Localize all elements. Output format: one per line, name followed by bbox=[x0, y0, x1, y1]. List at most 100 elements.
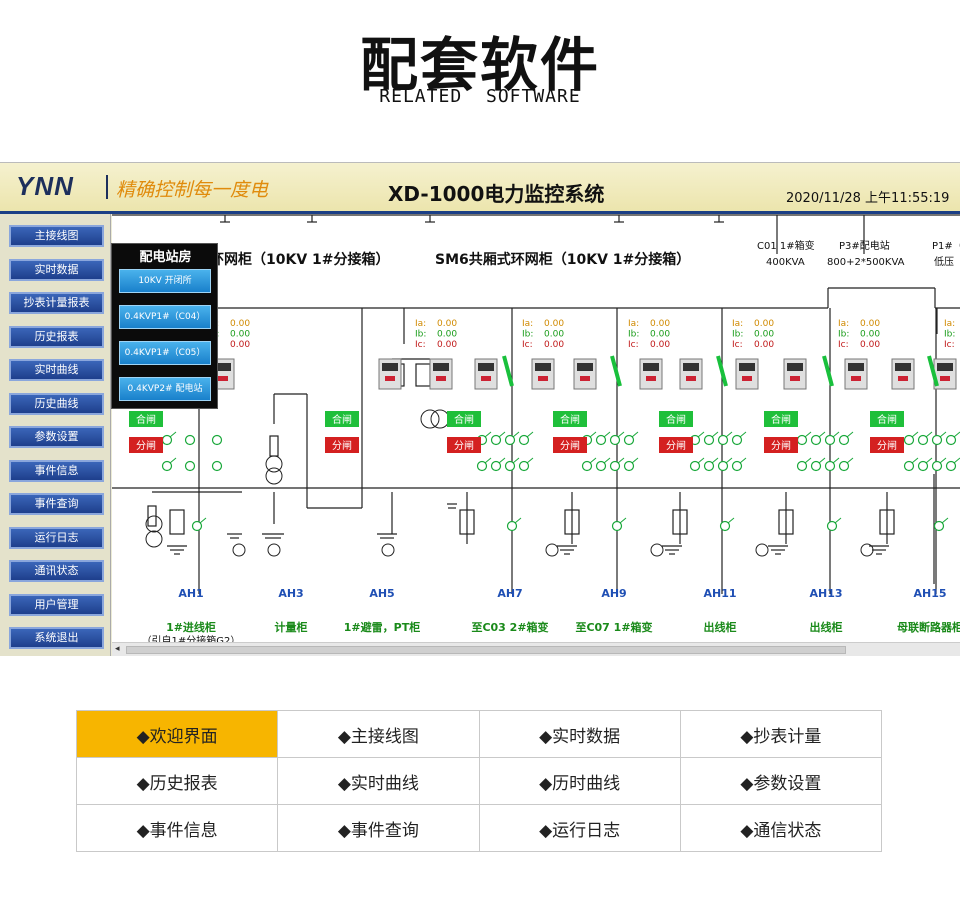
switch-blade bbox=[697, 457, 705, 464]
open-button-label[interactable]: 分闸 bbox=[332, 439, 352, 452]
switch-symbol bbox=[161, 460, 173, 472]
meter-value: 0.00 bbox=[754, 340, 774, 350]
switch-blade bbox=[832, 457, 840, 464]
sidebar-item-history-curve[interactable]: 历史曲线 bbox=[9, 393, 104, 415]
sidebar-item-run-log[interactable]: 运行日志 bbox=[9, 527, 104, 549]
scrollbar-thumb[interactable] bbox=[126, 646, 846, 654]
menu-item-realtime-curve[interactable]: ◆实时曲线 bbox=[277, 757, 480, 805]
close-button-label[interactable]: 合闸 bbox=[454, 413, 474, 426]
meter-value: 0.00 bbox=[860, 319, 880, 329]
menu-item-event-info[interactable]: ◆事件信息 bbox=[75, 804, 279, 852]
sidebar-item-history-report[interactable]: 历史报表 bbox=[9, 326, 104, 348]
meter-value: 0.00 bbox=[860, 340, 880, 350]
switch-symbol bbox=[609, 460, 621, 472]
sidebar-item-parameter-settings[interactable]: 参数设置 bbox=[9, 426, 104, 448]
menu-item-main-wiring[interactable]: ◆主接线图 bbox=[277, 710, 480, 758]
sidebar-item-meter-report[interactable]: 抄表计量报表 bbox=[9, 292, 104, 314]
group-label-left: 环网柜（10KV 1#分接箱） bbox=[210, 251, 390, 268]
close-button-label[interactable]: 合闸 bbox=[666, 413, 686, 426]
close-button[interactable] bbox=[764, 411, 798, 427]
open-button-label[interactable]: 分闸 bbox=[877, 439, 897, 452]
open-button-label[interactable]: 分闸 bbox=[666, 439, 686, 452]
transformer-label-2: P3#配电站 bbox=[839, 239, 890, 252]
station-panel: 配电站房 10KV 开闭所 0.4KVP1#（C04） 0.4KVP1#（C05… bbox=[111, 243, 218, 409]
sidebar-item-main-wiring[interactable]: 主接线图 bbox=[9, 225, 104, 247]
close-button-label[interactable]: 合闸 bbox=[877, 413, 897, 426]
sidebar-item-user-management[interactable]: 用户管理 bbox=[9, 594, 104, 616]
switch-blade bbox=[739, 457, 747, 464]
sidebar-item-realtime-data[interactable]: 实时数据 bbox=[9, 259, 104, 281]
sidebar-item-comm-status[interactable]: 通讯状态 bbox=[9, 560, 104, 582]
open-button[interactable] bbox=[447, 437, 481, 453]
switch-symbol bbox=[703, 460, 715, 472]
menu-item-meter-reading[interactable]: ◆抄表计量 bbox=[679, 710, 883, 758]
switch-symbol bbox=[796, 460, 808, 472]
close-button-label[interactable]: 合闸 bbox=[560, 413, 580, 426]
open-button[interactable] bbox=[764, 437, 798, 453]
switch-symbol bbox=[581, 460, 593, 472]
menu-item-history-curve[interactable]: ◆历时曲线 bbox=[478, 757, 681, 805]
close-button[interactable] bbox=[325, 411, 359, 427]
close-button[interactable] bbox=[553, 411, 587, 427]
open-button-label[interactable]: 分闸 bbox=[454, 439, 474, 452]
cabinet-name: 至C07 1#箱变 bbox=[575, 620, 652, 634]
station-button-10kv[interactable]: 10KV 开闭所 bbox=[119, 269, 211, 293]
page-subtitle: RELATED SOFTWARE bbox=[379, 86, 581, 107]
meter-label: Ic: bbox=[732, 340, 743, 350]
sidebar-item-realtime-curve[interactable]: 实时曲线 bbox=[9, 359, 104, 381]
open-button[interactable] bbox=[325, 437, 359, 453]
open-button[interactable] bbox=[659, 437, 693, 453]
open-button[interactable] bbox=[553, 437, 587, 453]
open-button-label[interactable]: 分闸 bbox=[560, 439, 580, 452]
sidebar-item-event-info[interactable]: 事件信息 bbox=[9, 460, 104, 482]
switch-symbol bbox=[623, 460, 635, 472]
switch-blade bbox=[199, 517, 207, 524]
open-button-label[interactable]: 分闸 bbox=[771, 439, 791, 452]
sidebar-item-event-query[interactable]: 事件查询 bbox=[9, 493, 104, 515]
meter-indicator bbox=[646, 376, 656, 381]
station-button-p1-c05[interactable]: 0.4KVP1#（C05） bbox=[119, 341, 211, 365]
open-button[interactable] bbox=[870, 437, 904, 453]
meter-indicator bbox=[481, 376, 491, 381]
menu-item-run-log[interactable]: ◆运行日志 bbox=[478, 804, 681, 852]
meter-indicator bbox=[898, 376, 908, 381]
switch-symbol bbox=[917, 460, 929, 472]
close-button[interactable] bbox=[659, 411, 693, 427]
switch-symbol bbox=[490, 460, 502, 472]
open-button-label[interactable]: 分闸 bbox=[136, 439, 156, 452]
datetime-display: 2020/11/28 上午11:55:19 bbox=[786, 191, 950, 206]
close-button[interactable] bbox=[129, 411, 163, 427]
switch-symbol bbox=[719, 520, 731, 532]
cabinet-note: （引自1#分接箱G2） bbox=[142, 634, 241, 642]
scroll-left-icon[interactable]: ◂ bbox=[115, 644, 120, 654]
menu-item-welcome[interactable]: ◆欢迎界面 bbox=[75, 710, 279, 758]
meter-screen bbox=[787, 363, 803, 371]
menu-item-comm-status[interactable]: ◆通信状态 bbox=[679, 804, 883, 852]
status-indicator bbox=[716, 355, 728, 387]
station-button-p2[interactable]: 0.4KVP2# 配电站 bbox=[119, 377, 211, 401]
switch-symbol bbox=[595, 460, 607, 472]
close-button[interactable] bbox=[447, 411, 481, 427]
menu-item-realtime-data[interactable]: ◆实时数据 bbox=[478, 710, 681, 758]
menu-item-parameter-settings[interactable]: ◆参数设置 bbox=[679, 757, 883, 805]
close-button-label[interactable]: 合闸 bbox=[136, 413, 156, 426]
station-button-p1-c04[interactable]: 0.4KVP1#（C04） bbox=[119, 305, 211, 329]
meter-indicator bbox=[790, 376, 800, 381]
cabinet-code: AH1 bbox=[178, 587, 203, 600]
switch-symbol bbox=[504, 460, 516, 472]
menu-item-history-report[interactable]: ◆历史报表 bbox=[75, 757, 279, 805]
cabinet-name: 1#避雷，PT柜 bbox=[344, 620, 420, 634]
menu-item-event-query[interactable]: ◆事件查询 bbox=[277, 804, 480, 852]
switch-blade bbox=[169, 431, 177, 438]
close-button-label[interactable]: 合闸 bbox=[771, 413, 791, 426]
meter-screen bbox=[683, 363, 699, 371]
close-button-label[interactable]: 合闸 bbox=[332, 413, 352, 426]
cabinet-name: 出线柜 bbox=[810, 620, 843, 634]
sidebar-item-system-exit[interactable]: 系统退出 bbox=[9, 627, 104, 649]
switch-blade bbox=[526, 431, 534, 438]
switch-symbol bbox=[838, 434, 850, 446]
close-button[interactable] bbox=[870, 411, 904, 427]
open-button[interactable] bbox=[129, 437, 163, 453]
horizontal-scrollbar[interactable]: ◂ bbox=[112, 642, 960, 656]
